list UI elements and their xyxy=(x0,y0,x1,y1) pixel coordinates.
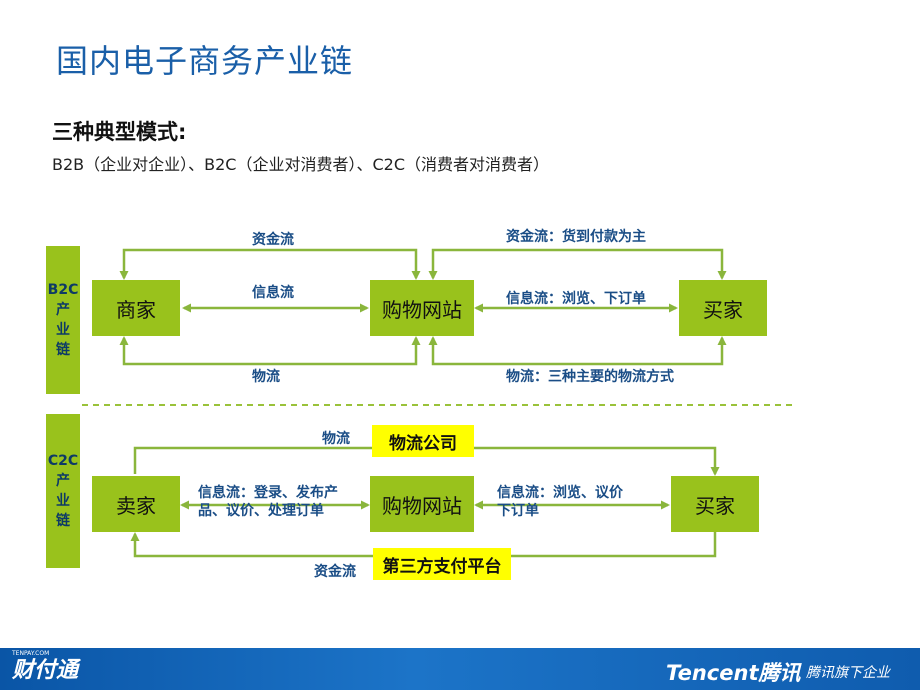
tencent-tagline: 腾讯旗下企业 xyxy=(806,665,890,681)
c2c-info-left-label-2: 品、议价、处理订单 xyxy=(198,503,324,519)
c2c-info-right-label-2: 下订单 xyxy=(497,503,539,519)
b2c-logistics-left-arrow xyxy=(119,336,421,366)
b2c-merchant-node: 商家 xyxy=(92,280,180,336)
payment-platform-box: 第三方支付平台 xyxy=(373,548,511,580)
b2c-sidebar-char: 产 xyxy=(56,302,70,318)
b2c-money-left-arrow xyxy=(119,248,421,280)
page-title: 国内电子商务产业链 xyxy=(56,42,354,80)
c2c-logistics-label: 物流 xyxy=(322,431,350,447)
b2c-info-right-label: 信息流：浏览、下订单 xyxy=(506,291,646,307)
b2c-money-right-arrow xyxy=(428,248,727,280)
c2c-sidebar-char: 产 xyxy=(56,473,70,489)
c2c-info-right-label-1: 信息流：浏览、议价 xyxy=(497,485,623,501)
b2c-logistics-right-label: 物流：三种主要的物流方式 xyxy=(506,369,674,385)
b2c-money-right-label: 资金流：货到付款为主 xyxy=(506,229,646,245)
c2c-sidebar-char: 链 xyxy=(56,513,70,529)
tenpay-logo-small-text: TENPAY.COM xyxy=(12,650,50,657)
c2c-seller-node: 卖家 xyxy=(92,476,180,532)
b2c-buyer-node: 买家 xyxy=(679,280,767,336)
b2c-logistics-right-arrow xyxy=(428,336,727,366)
b2c-sidebar-char: 业 xyxy=(56,322,70,338)
c2c-buyer-node: 买家 xyxy=(671,476,759,532)
c2c-info-left-label-1: 信息流：登录、发布产 xyxy=(198,485,338,501)
tenpay-logo: 财付通 xyxy=(12,658,79,683)
section-subtitle: 三种典型模式: xyxy=(52,120,187,144)
c2c-sidebar-label: C2C xyxy=(47,453,79,469)
b2c-sidebar-char: 链 xyxy=(56,342,70,358)
tencent-logo: Tencent腾讯 xyxy=(666,661,801,685)
b2c-logistics-left-label: 物流 xyxy=(252,369,280,385)
footer-bar xyxy=(0,648,920,690)
b2c-sidebar-label: B2C xyxy=(47,282,79,298)
b2c-website-node: 购物网站 xyxy=(370,280,474,336)
c2c-website-node: 购物网站 xyxy=(370,476,474,532)
c2c-sidebar-char: 业 xyxy=(56,493,70,509)
c2c-money-label: 资金流 xyxy=(314,564,356,580)
logistics-company-box: 物流公司 xyxy=(372,425,474,457)
b2c-money-left-label: 资金流 xyxy=(252,232,294,248)
c2c-sidebar: C2C 产 业 链 xyxy=(46,414,80,568)
b2c-info-left-label: 信息流 xyxy=(252,285,294,301)
b2c-sidebar: B2C 产 业 链 xyxy=(46,246,80,394)
models-description: B2B（企业对企业）、B2C（企业对消费者）、C2C（消费者对消费者） xyxy=(52,155,549,174)
